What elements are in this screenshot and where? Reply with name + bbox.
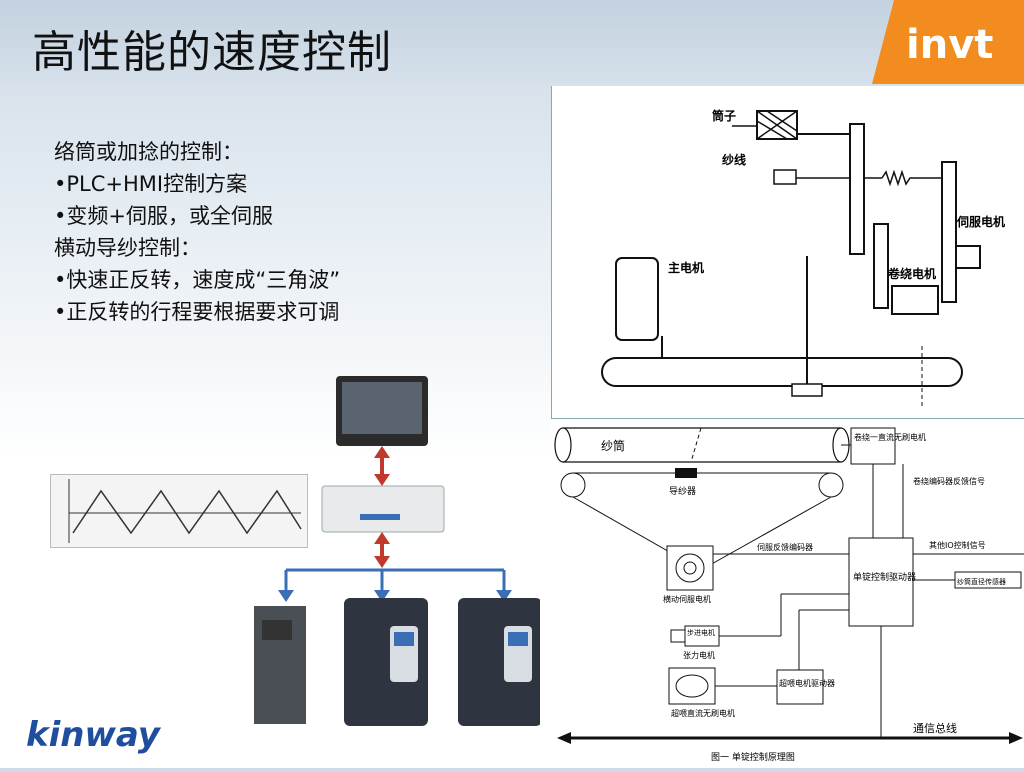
mechanical-diagram: 筒子 纱线 伺服电机 卷绕电机 主电机 (551, 86, 1024, 419)
bullet-item: •变频+伺服，或全伺服 (54, 204, 273, 228)
kinway-logo: kinway (24, 710, 194, 758)
svg-text:纱线: 纱线 (722, 152, 746, 167)
svg-text:张力电机: 张力电机 (683, 650, 715, 660)
svg-text:其他IO控制信号: 其他IO控制信号 (929, 540, 986, 550)
svg-text:图一 单锭控制原理图: 图一 单锭控制原理图 (711, 751, 795, 763)
hardware-illustration (240, 370, 542, 730)
bullet-item: •快速正反转，速度成“三角波” (54, 268, 341, 292)
svg-text:纱筒直径传感器: 纱筒直径传感器 (957, 577, 1006, 586)
svg-text:横动伺服电机: 横动伺服电机 (663, 594, 711, 604)
svg-text:超喂电机驱动器: 超喂电机驱动器 (779, 678, 835, 688)
svg-text:伺服电机: 伺服电机 (956, 214, 1005, 229)
svg-text:通信总线: 通信总线 (913, 721, 957, 735)
svg-text:步进电机: 步进电机 (687, 628, 715, 637)
svg-text:卷绕一直流无刷电机: 卷绕一直流无刷电机 (854, 432, 926, 442)
svg-text:单锭控制驱动器: 单锭控制驱动器 (853, 571, 916, 583)
svg-text:纱筒: 纱筒 (601, 438, 625, 453)
svg-text:卷绕电机: 卷绕电机 (887, 266, 936, 281)
svg-text:invt: invt (906, 22, 993, 68)
triangle-wave-chart (50, 474, 308, 548)
svg-text:超喂直流无刷电机: 超喂直流无刷电机 (671, 708, 735, 718)
page-title: 高性能的速度控制 (32, 27, 392, 78)
bullet-item: 横动导纱控制： (54, 236, 201, 260)
svg-text:伺服反馈编码器: 伺服反馈编码器 (757, 542, 813, 552)
svg-text:导纱器: 导纱器 (669, 486, 696, 497)
bullet-item: 络筒或加捻的控制： (54, 140, 243, 164)
title-bar (0, 0, 1024, 84)
svg-text:kinway: kinway (26, 715, 162, 755)
bullet-item: •PLC+HMI控制方案 (54, 172, 248, 196)
bullet-list: 络筒或加捻的控制： •PLC+HMI控制方案 •变频+伺服，或全伺服 横动导纱控… (54, 136, 340, 328)
invt-logo: invt (854, 0, 1024, 84)
bullet-item: •正反转的行程要根据要求可调 (54, 300, 340, 324)
svg-text:筒子: 筒子 (712, 108, 736, 123)
control-schematic: 纱筒 卷绕一直流无刷电机 导纱器 横动伺服电机 单锭控制驱动器 伺服反馈编码器 … (551, 420, 1024, 768)
svg-text:卷绕编码器反馈信号: 卷绕编码器反馈信号 (913, 476, 985, 486)
svg-text:主电机: 主电机 (668, 260, 704, 275)
